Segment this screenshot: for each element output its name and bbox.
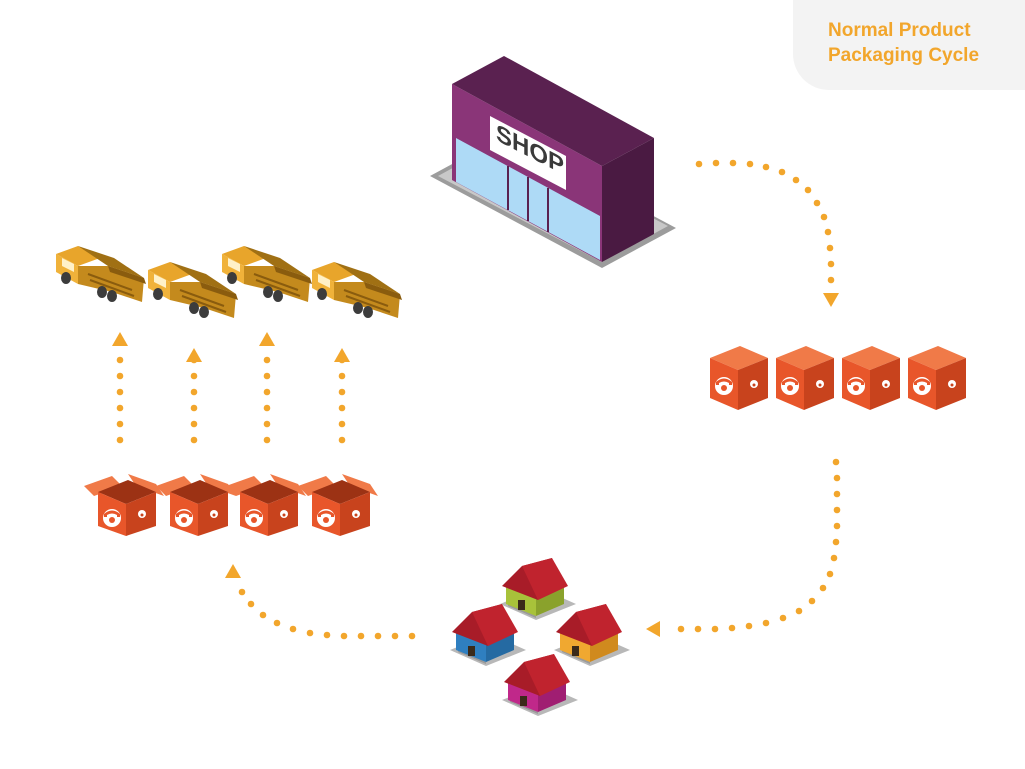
garbage-truck-4	[311, 261, 403, 319]
house-green	[500, 558, 576, 620]
open-telephone-box-2	[156, 474, 236, 536]
arrow-head-down	[823, 293, 839, 307]
arrow-houses-to-open-boxes	[225, 564, 416, 640]
diagram-title: Normal Product Packaging Cycle	[828, 18, 1018, 68]
arrow-head-up	[186, 348, 202, 362]
closed-telephone-box-2	[776, 346, 834, 410]
house-magenta	[502, 654, 578, 716]
title-line-1: Normal Product	[828, 20, 971, 41]
open-telephone-box-3	[226, 474, 306, 536]
arrow-head-up	[225, 564, 241, 578]
garbage-truck-1	[55, 245, 147, 303]
arrows-boxes-to-trucks	[112, 332, 350, 444]
closed-telephone-box-4	[908, 346, 966, 410]
open-telephone-box-1	[84, 474, 164, 536]
house-orange	[554, 604, 630, 666]
arrow-head-up	[259, 332, 275, 346]
arrow-head-left	[646, 621, 660, 637]
closed-telephone-box-1	[710, 346, 768, 410]
arrow-head-up	[112, 332, 128, 346]
closed-telephone-box-3	[842, 346, 900, 410]
title-line-2: Packaging Cycle	[828, 45, 980, 66]
arrow-head-up	[334, 348, 350, 362]
closed-box-group	[710, 346, 966, 410]
open-telephone-box-4	[298, 474, 378, 536]
truck-group	[55, 245, 403, 319]
arrow-boxes-to-houses	[646, 458, 841, 637]
house-cluster	[450, 558, 630, 716]
title-panel	[793, 0, 1025, 90]
shop-building: SHOP	[430, 56, 676, 268]
garbage-truck-3	[221, 245, 313, 303]
house-blue	[450, 604, 526, 666]
arrow-shop-to-boxes	[695, 159, 839, 307]
open-box-group	[84, 474, 378, 536]
